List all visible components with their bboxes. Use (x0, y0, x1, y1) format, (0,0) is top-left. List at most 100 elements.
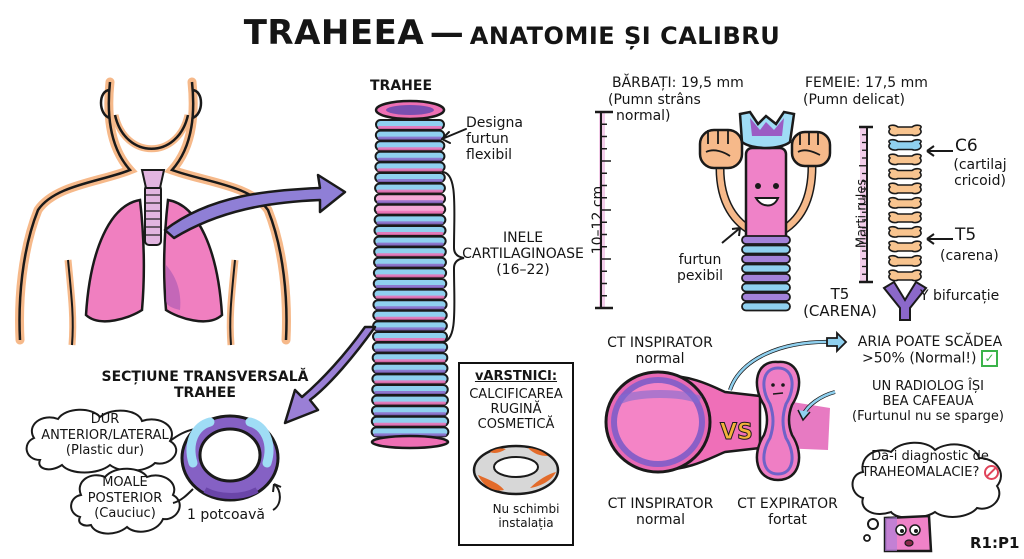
area-note-text: >50% (Normal!) (862, 350, 977, 367)
carena-label: T5 (CARENA) (800, 285, 880, 321)
trachea-bottom-rim (370, 434, 450, 450)
ct-top-label-line: CT INSPIRATOR (607, 335, 713, 351)
hose-label: furtun pexibil (665, 252, 735, 284)
hard-part-line: (Plastic dur) (65, 443, 145, 459)
ct-top-label: CT INSPIRATOR normal (600, 335, 720, 367)
right-fist-icon (790, 130, 832, 168)
trachea-ring (372, 288, 448, 300)
c6-label: C6 (955, 136, 978, 156)
trachea-ring (372, 267, 448, 279)
carina-bifurcation (882, 280, 928, 321)
trachea-ring (375, 119, 445, 130)
cross-section-ring (180, 414, 280, 502)
vs-badge: VS (720, 419, 754, 445)
left-fist-icon (698, 128, 744, 170)
trachea-ring (370, 405, 450, 417)
trachea-ring (371, 373, 449, 385)
trachea-ring (372, 278, 448, 289)
carena-label-line: T5 (830, 285, 850, 303)
trachea-ring (373, 203, 447, 215)
thought-text: Dă-i diagnostic de TRAHEOMALACIE? (855, 449, 1005, 481)
trachea-ring (373, 235, 447, 247)
vertebra (888, 182, 922, 195)
elderly-footer-line: instalația (498, 515, 554, 530)
check-icon: ✓ (980, 350, 998, 368)
trachea-ring (374, 161, 446, 173)
mascot-ring (741, 254, 791, 264)
mascot-ring (741, 282, 791, 293)
trachea-small (144, 184, 162, 246)
trachea-ring (371, 352, 449, 364)
trachea-ring (373, 225, 447, 236)
men-calibre-label: BĂRBAȚI: 19,5 mm (612, 75, 744, 91)
c6-arrow (926, 145, 953, 157)
ct-expiratory-line: CT EXPIRATOR (737, 496, 838, 512)
trachea-lumen (386, 105, 434, 115)
arrow-trachea-to-section (283, 325, 377, 425)
trachea-ring (370, 415, 450, 427)
ct-top-label-line: normal (635, 351, 685, 368)
elderly-heading: vARSTNICI: (474, 369, 558, 384)
title-sub: ANATOMIE ȘI CALIBRU (469, 22, 781, 50)
arrow-torso-to-trachea (163, 173, 347, 240)
trachea-ring (374, 172, 446, 183)
vertebra (888, 196, 922, 209)
design-note-line: flexibil (466, 147, 513, 164)
vertebra (888, 138, 922, 151)
vertebra (888, 124, 922, 137)
soft-part-line: MOALE (102, 475, 148, 490)
soft-part-label: MOALE POSTERIOR (Cauciuc) (70, 475, 180, 522)
spine-illustration (882, 124, 928, 321)
mascot-ring (741, 263, 791, 274)
mascot-ring (741, 301, 791, 312)
mascot-ring (741, 235, 791, 245)
thought-diagnosis: TRAHEOMALACIE? (861, 464, 980, 480)
elderly-footer-line: Nu schimbi (492, 502, 560, 516)
rusty-ring (472, 444, 560, 496)
women-calibre-label: FEMEIE: 17,5 mm (805, 75, 928, 91)
rings-brace (441, 171, 465, 343)
trachea-ring (371, 384, 449, 395)
ct-inspiratory-label: CT INSPIRATOR normal (598, 496, 723, 528)
mascot-ring (741, 273, 791, 283)
design-note-line: furtun (466, 131, 509, 148)
area-note-line: >50% (Normal!) ✓ (845, 350, 1015, 368)
t5-label: T5 (955, 225, 977, 245)
hose-label-line: pexibil (676, 268, 724, 285)
elderly-line: CALCIFICAREA (469, 387, 563, 402)
men-note-line: normal) (616, 108, 671, 125)
trachea-ring (373, 193, 447, 205)
vertebra (888, 211, 922, 224)
area-arrow-head (826, 330, 848, 354)
design-note: Designa furtun flexibil (466, 115, 523, 163)
rings-label-line: INELE (502, 230, 544, 246)
horseshoe-label: 1 potcoavă (187, 507, 266, 523)
mascot-ring (741, 244, 791, 255)
vertebra (888, 225, 922, 238)
trachea-mascot (698, 110, 832, 312)
trachea-heading: TRAHEE (370, 78, 433, 94)
trachea-ring (374, 129, 446, 141)
ct-expiratory-line: fortat (768, 512, 807, 529)
left-lung (84, 198, 145, 323)
trachea-ring (373, 214, 447, 226)
no-entry-icon (983, 464, 999, 480)
trachea-ring (373, 246, 447, 258)
men-note-line: (Pumn strâns (608, 92, 701, 108)
vertebra (888, 254, 922, 267)
length-ruler (595, 110, 613, 310)
women-note: (Pumn delicat) (803, 92, 905, 108)
trachea-ring (374, 182, 446, 194)
thought-line: TRAHEOMALACIE? (855, 464, 1005, 481)
trachea-ring (372, 299, 448, 311)
rings-label-line: CARTILAGINOASE (462, 246, 584, 263)
hose-arrow (721, 227, 741, 244)
c6-note-line: cricoid) (954, 173, 1006, 190)
ct-expiratory-label: CT EXPIRATOR fortat (730, 496, 845, 528)
trachea-ring (371, 362, 449, 374)
ct-comparison-illustration (604, 339, 836, 482)
trachea-ring (373, 256, 447, 268)
mascot-ring (741, 292, 791, 302)
radiologist-note: UN RADIOLOG ÎȘI BEA CAFEAUA (Furtunul nu… (843, 379, 1013, 425)
cross-section-heading-line: SECȚIUNE TRANSVERSALĂ (101, 369, 309, 385)
